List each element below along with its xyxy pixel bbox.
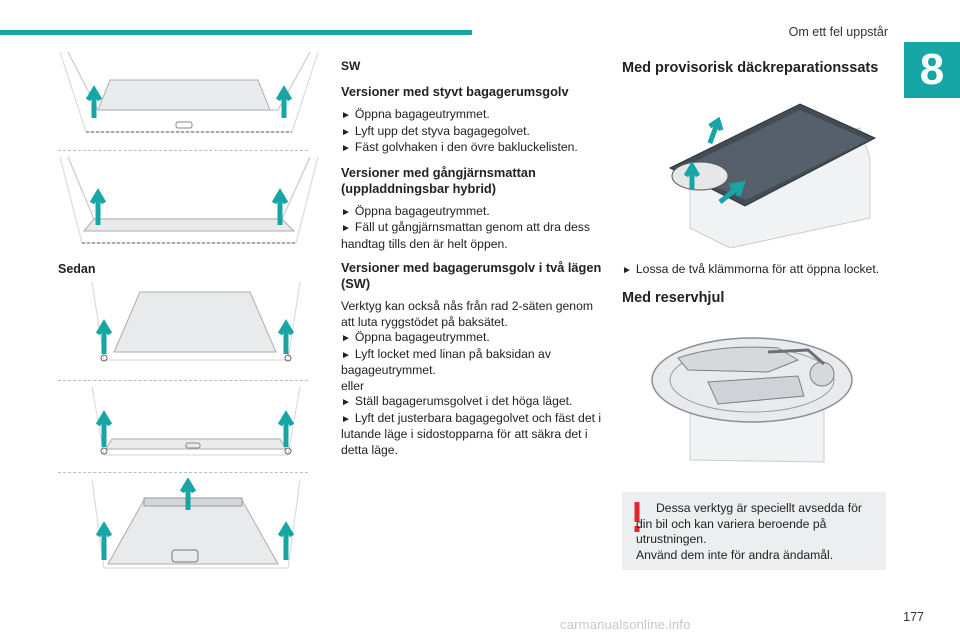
trunk-sedan-bottom-illustration <box>91 478 301 569</box>
step-item: ►Lyft det justerbara bagagegolvet och fä… <box>341 410 602 457</box>
step-item: ►Fäll ut gångjärnsmattan genom att dra d… <box>341 220 590 251</box>
figure-divider <box>58 472 308 473</box>
trunk-lowered-floor-sw-illustration <box>59 156 319 244</box>
watermark: carmanualsonline.info <box>560 617 691 632</box>
arrow-bullet-icon: ► <box>341 413 351 425</box>
sw-label: SW <box>341 59 361 73</box>
arrow-bullet-icon: ► <box>341 223 351 234</box>
middle-column: SW Versioner med styvt bagagerumsgolv ►Ö… <box>341 58 603 466</box>
step-list: ►Öppna bagageutrymmet. ►Lyft upp det sty… <box>341 107 603 157</box>
arrow-bullet-icon: ► <box>341 333 351 344</box>
step-item: ►Öppna bagageutrymmet. <box>341 330 490 344</box>
step-item: ►Öppna bagageutrymmet. <box>341 203 490 218</box>
warning-text: Dessa verktyg är speciellt avsedda för d… <box>636 501 880 563</box>
figure-divider <box>58 380 308 381</box>
arrow-bullet-icon: ► <box>341 110 351 121</box>
section-heading: Versioner med gångjärnsmattan (uppladdni… <box>341 164 536 196</box>
warning-line-1: Dessa verktyg är speciellt avsedda för d… <box>636 501 862 546</box>
arrow-bullet-icon: ► <box>341 126 351 138</box>
spare-wheel-heading: Med reservhjul <box>622 290 725 306</box>
spare-wheel-illustration <box>651 337 853 463</box>
arrow-bullet-icon: ► <box>341 397 351 408</box>
step-list: ►Öppna bagageutrymmet. ►Fäll ut gångjärn… <box>341 204 603 253</box>
warning-icon <box>634 502 640 532</box>
arrow-bullet-icon: ► <box>341 206 351 218</box>
step-item: ►Öppna bagageutrymmet. <box>341 107 490 121</box>
repair-kit-illustration <box>668 103 877 248</box>
section-heading: Versioner med styvt bagagerumsgolv <box>341 84 569 99</box>
step-item: ►Lyft upp det styva bagagegolvet. <box>341 123 530 138</box>
header-title: Om ett fel uppstår <box>788 25 888 39</box>
warning-box: Dessa verktyg är speciellt avsedda för d… <box>622 492 886 570</box>
step-item: ►Ställ bagagerumsgolvet i det höga läget… <box>341 394 573 408</box>
page-number: 177 <box>903 610 924 624</box>
step-list: Verktyg kan också nås från rad 2-säten g… <box>341 299 603 458</box>
arrow-bullet-icon: ► <box>341 349 351 361</box>
repair-kit-heading: Med provisorisk däckreparationssats <box>622 60 879 76</box>
repair-step-item: ►Lossa de två klämmorna för att öppna lo… <box>622 262 880 276</box>
section-heading: Versioner med bagagerumsgolv i två lägen… <box>341 260 602 291</box>
sedan-label: Sedan <box>58 262 96 276</box>
trunk-raised-floor-sw-illustration <box>59 51 319 133</box>
step-item: ►Lyft locket med linan på baksidan av ba… <box>341 346 551 378</box>
header-accent-bar <box>0 30 472 35</box>
or-text: eller <box>341 378 365 393</box>
arrow-bullet-icon: ► <box>341 143 351 154</box>
chapter-number-badge: 8 <box>904 42 960 98</box>
trunk-sedan-top-illustration <box>91 281 301 362</box>
trunk-sedan-middle-illustration <box>91 386 301 456</box>
step-item: ►Fäst golvhaken i den övre bakluckeliste… <box>341 140 578 154</box>
intro-text: Verktyg kan också nås från rad 2-säten g… <box>341 299 594 329</box>
arrow-bullet-icon: ► <box>622 265 632 276</box>
warning-line-2: Använd dem inte för andra ändamål. <box>636 547 834 562</box>
figure-divider <box>58 150 308 151</box>
